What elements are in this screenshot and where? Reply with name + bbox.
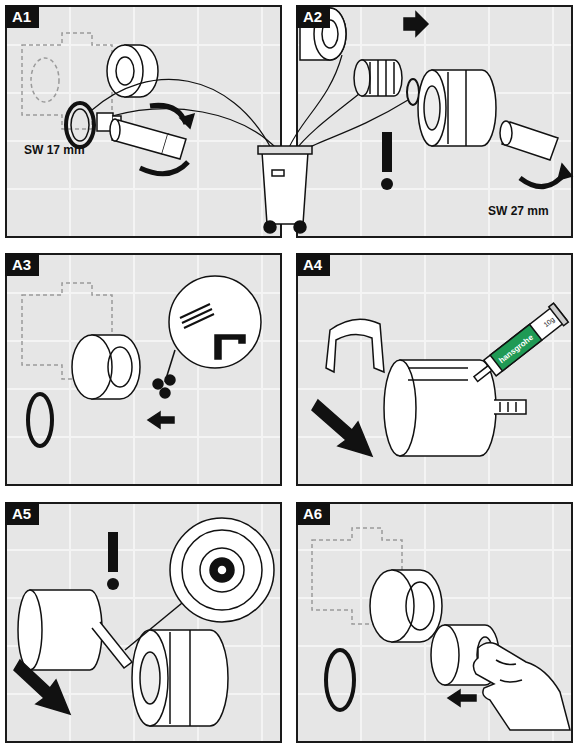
step-number: A3 — [5, 253, 39, 276]
step-number: A1 — [5, 5, 39, 28]
step-number: A4 — [296, 253, 330, 276]
step-panel: A2 — [296, 5, 573, 238]
step-panel: A4 — [296, 253, 573, 486]
step-panel: A1 — [5, 5, 282, 238]
step-panel: A5 — [5, 502, 282, 743]
wrench-size-label: SW 17 mm — [24, 143, 85, 157]
step-number: A5 — [5, 502, 39, 525]
wrench-size-label: SW 27 mm — [488, 204, 549, 218]
step-panel: A3 — [5, 253, 282, 486]
step-panel: A6 — [296, 502, 573, 743]
step-number: A6 — [296, 502, 330, 525]
step-number: A2 — [296, 5, 330, 28]
